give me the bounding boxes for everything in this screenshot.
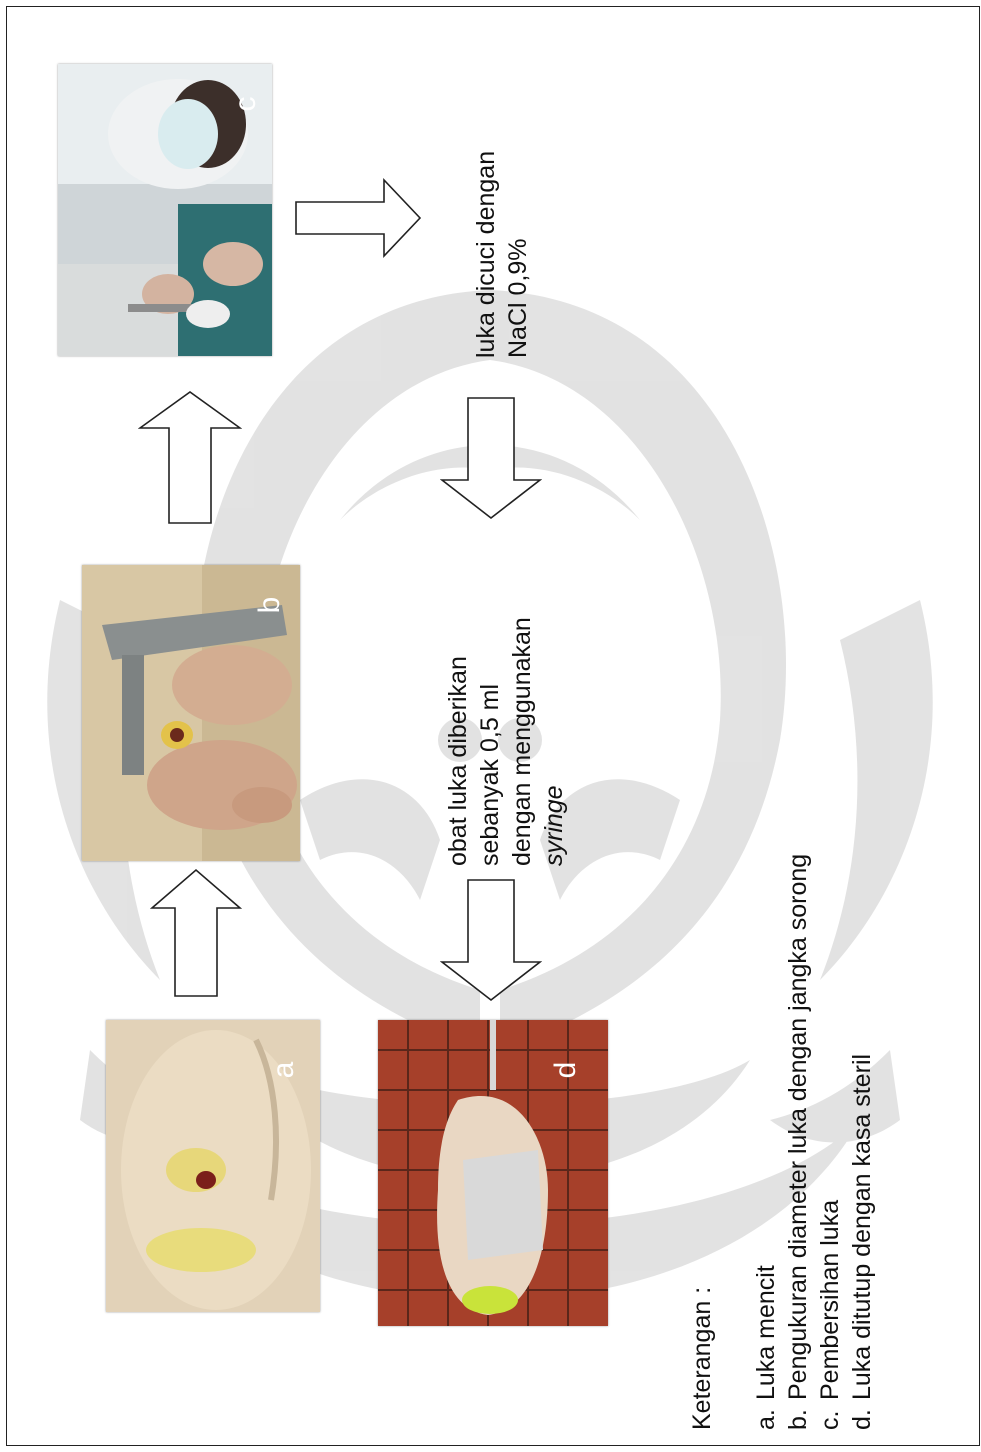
legend-item-d: d.Luka ditutup dengan kasa steril: [846, 854, 878, 1430]
legend-item-d-letter: d.: [846, 1400, 878, 1430]
legend-heading: Keterangan :: [686, 854, 718, 1430]
legend-item-a-text: Luka mencit: [752, 1265, 780, 1400]
step-text-medication: obat luka diberikan sebanyak 0,5 ml deng…: [442, 617, 570, 866]
step-text-medication-line3: dengan menggunakan: [506, 617, 538, 866]
photo-b-letter: b: [250, 585, 290, 625]
step-text-medication-line1: obat luka diberikan: [442, 617, 474, 866]
step-text-medication-line4: syringe: [538, 617, 570, 866]
legend-spacer: [718, 854, 750, 1430]
photo-d-wound-dressed: d: [378, 1020, 608, 1326]
legend: Keterangan : a.Luka mencit b.Pengukuran …: [686, 854, 878, 1430]
legend-item-a: a.Luka mencit: [750, 854, 782, 1430]
legend-item-b: b.Pengukuran diameter luka dengan jangka…: [782, 854, 814, 1430]
legend-item-c-text: Pembersihan luka: [816, 1200, 844, 1400]
legend-item-c-letter: c.: [814, 1400, 846, 1430]
legend-item-b-letter: b.: [782, 1400, 814, 1430]
photo-c-letter: c: [226, 84, 266, 124]
arrow-up-b-to-c: [138, 390, 242, 524]
legend-item-a-letter: a.: [750, 1400, 782, 1430]
legend-item-b-text: Pengukuran diameter luka dengan jangka s…: [784, 854, 812, 1400]
photo-d-letter: d: [546, 1050, 586, 1090]
step-text-cleaning-line2: NaCl 0,9%: [502, 151, 534, 358]
legend-item-c: c.Pembersihan luka: [814, 854, 846, 1430]
arrow-up-a-to-b: [150, 868, 242, 998]
step-text-cleaning: luka dicuci dengan NaCl 0,9%: [470, 151, 534, 358]
arrow-right-from-c: [294, 178, 422, 258]
photo-c-wound-cleaning: c: [58, 64, 272, 356]
photo-b-wound-measurement: b: [82, 565, 300, 861]
arrow-down-to-d: [440, 878, 542, 1002]
arrow-down-to-obat-step: [440, 396, 542, 520]
legend-item-d-text: Luka ditutup dengan kasa steril: [848, 1054, 876, 1400]
step-text-medication-line2: sebanyak 0,5 ml: [474, 617, 506, 866]
step-text-cleaning-line1: luka dicuci dengan: [470, 151, 502, 358]
photo-a-mouse-wound: a: [106, 1020, 320, 1312]
photo-a-letter: a: [264, 1050, 304, 1090]
